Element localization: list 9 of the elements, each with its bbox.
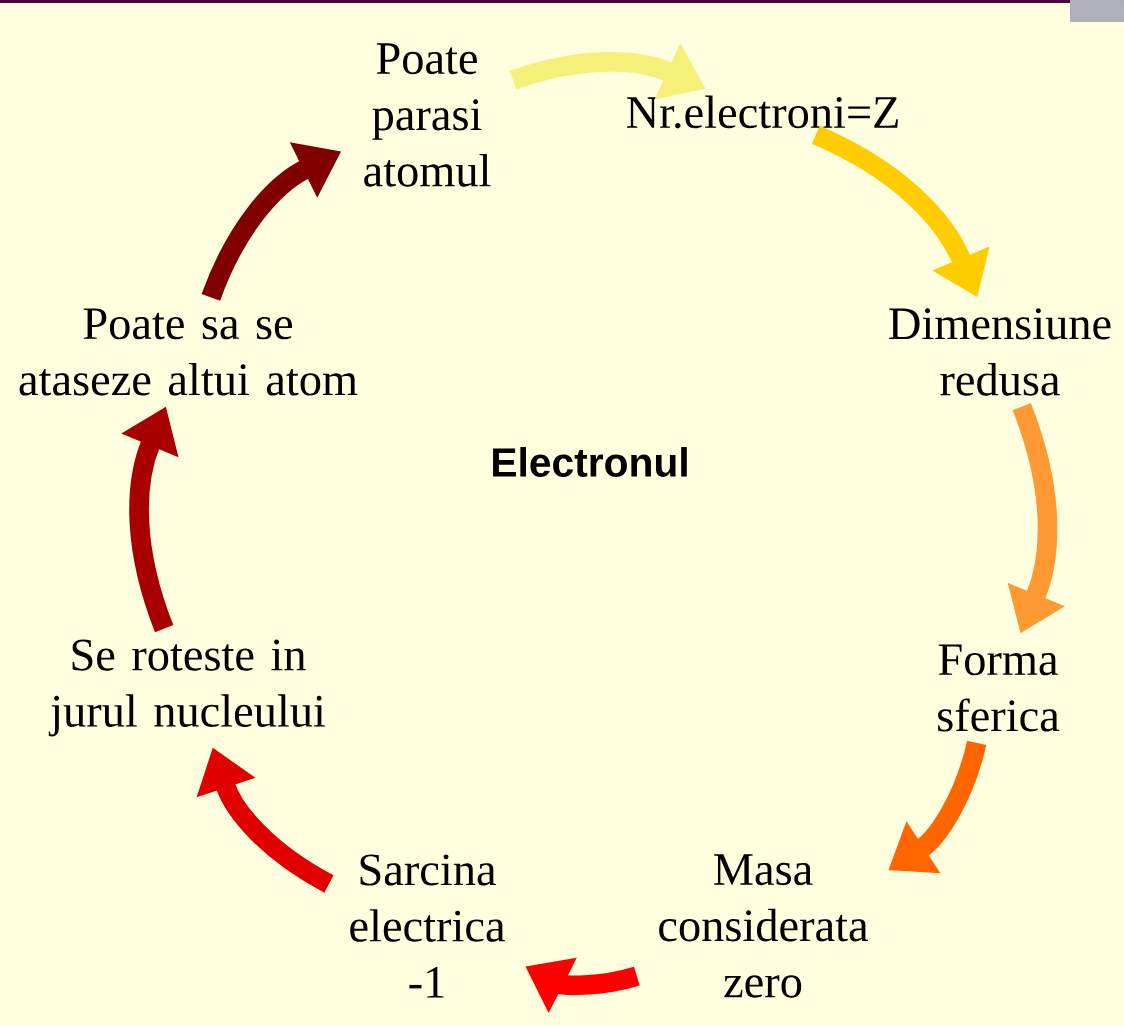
node-text: Poate sa se ataseze altui atom bbox=[19, 308, 358, 396]
node-text: Poate parasi atomul bbox=[364, 43, 491, 187]
node-text: Nr.electroni=Z bbox=[626, 95, 898, 129]
node-text: Dimensiune redusa bbox=[889, 308, 1111, 396]
node-text: Forma sferica bbox=[938, 644, 1060, 732]
title-text: Electronul bbox=[493, 447, 687, 477]
node-text: Masa considerata zero bbox=[659, 854, 868, 998]
node-text: Se roteste in jurul nucleului bbox=[48, 639, 325, 737]
node-text: Sarcina electrica -1 bbox=[350, 854, 505, 998]
